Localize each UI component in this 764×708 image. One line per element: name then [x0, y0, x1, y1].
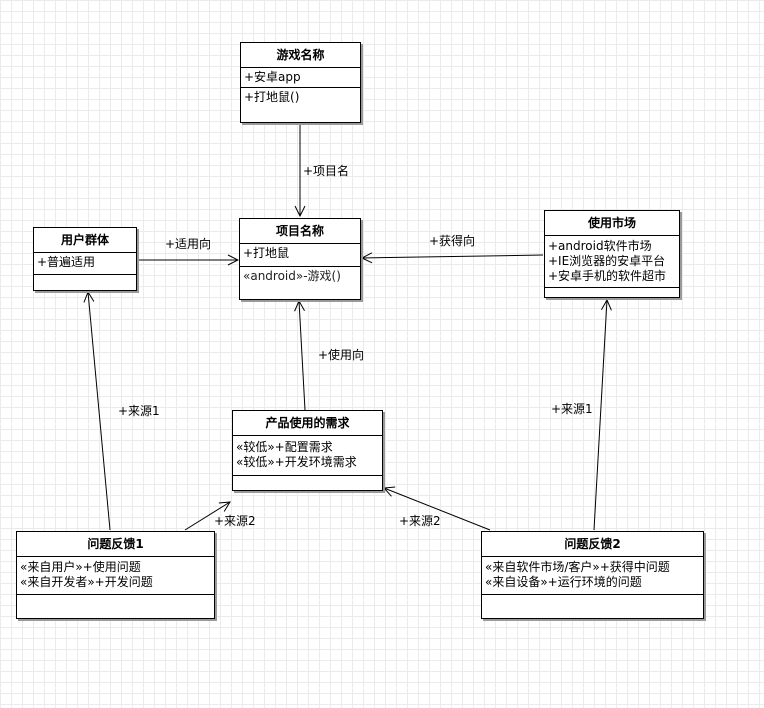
attribute: «较低»+配置需求 — [236, 440, 333, 454]
edge-fb2-to-req — [384, 488, 491, 531]
label-game-to-project: +项目名 — [303, 164, 350, 178]
operations-section: «android»-游戏() — [240, 267, 360, 286]
class-title: 用户群体 — [34, 228, 136, 253]
attributes-section: «来自用户»+使用问题 «来自开发者»+开发问题 — [17, 557, 214, 595]
edge-fb1-to-user — [88, 292, 111, 531]
class-title: 问题反馈2 — [482, 532, 703, 557]
class-requirements[interactable]: 产品使用的需求 «较低»+配置需求 «较低»+开发环境需求 — [232, 410, 383, 491]
class-title: 项目名称 — [240, 219, 360, 244]
attributes-section: «来自软件市场/客户»+获得中问题 «来自设备»+运行环境的问题 — [482, 557, 703, 595]
edge-fb1-to-req — [184, 502, 230, 531]
attribute: +IE浏览器的安卓平台 — [548, 254, 666, 268]
label-market-to-project: +获得向 — [429, 234, 476, 248]
label-req-to-project: +使用向 — [318, 348, 365, 362]
class-feedback1[interactable]: 问题反馈1 «来自用户»+使用问题 «来自开发者»+开发问题 — [16, 531, 215, 619]
edge-fb2-to-market — [593, 300, 607, 531]
attribute: «来自开发者»+开发问题 — [20, 575, 153, 589]
edge-req-to-project — [299, 301, 306, 411]
label-user-to-project: +适用向 — [165, 237, 212, 251]
class-project-name[interactable]: 项目名称 +打地鼠 «android»-游戏() — [239, 218, 361, 300]
class-feedback2[interactable]: 问题反馈2 «来自软件市场/客户»+获得中问题 «来自设备»+运行环境的问题 — [481, 531, 704, 619]
label-fb2-to-market: +来源1 — [551, 402, 593, 416]
attribute: «来自设备»+运行环境的问题 — [485, 575, 642, 589]
label-fb2-to-req: +来源2 — [399, 514, 441, 528]
attribute: +打地鼠 — [243, 246, 290, 260]
operation: +打地鼠() — [244, 90, 300, 104]
attribute: «来自软件市场/客户»+获得中问题 — [485, 560, 670, 574]
class-title: 使用市场 — [545, 211, 679, 236]
attribute: +安卓app — [244, 70, 301, 84]
operations-section — [233, 476, 382, 480]
attribute: «来自用户»+使用问题 — [20, 560, 141, 574]
attribute: +普遍适用 — [37, 255, 96, 269]
attributes-section: «较低»+配置需求 «较低»+开发环境需求 — [233, 436, 382, 476]
attribute: +安卓手机的软件超市 — [548, 269, 667, 283]
operations-section — [34, 275, 136, 279]
class-user-group[interactable]: 用户群体 +普遍适用 — [33, 227, 137, 291]
edge-market-to-project — [362, 255, 544, 258]
operation: «android»-游戏() — [243, 269, 341, 283]
operations-section — [545, 288, 679, 292]
class-game-name[interactable]: 游戏名称 +安卓app +打地鼠() — [240, 42, 361, 123]
attribute: «较低»+开发环境需求 — [236, 455, 357, 469]
attributes-section: +打地鼠 — [240, 244, 360, 267]
attributes-section: +android软件市场 +IE浏览器的安卓平台 +安卓手机的软件超市 — [545, 236, 679, 288]
operations-section — [17, 595, 214, 599]
class-title: 游戏名称 — [241, 43, 360, 68]
attribute: +android软件市场 — [548, 239, 652, 253]
operations-section — [482, 595, 703, 599]
class-title: 产品使用的需求 — [233, 411, 382, 436]
class-title: 问题反馈1 — [17, 532, 214, 557]
operations-section: +打地鼠() — [241, 88, 360, 107]
label-fb1-to-user: +来源1 — [118, 404, 160, 418]
attributes-section: +安卓app — [241, 68, 360, 88]
label-fb1-to-req: +来源2 — [214, 514, 256, 528]
class-market[interactable]: 使用市场 +android软件市场 +IE浏览器的安卓平台 +安卓手机的软件超市 — [544, 210, 680, 298]
attributes-section: +普遍适用 — [34, 253, 136, 275]
